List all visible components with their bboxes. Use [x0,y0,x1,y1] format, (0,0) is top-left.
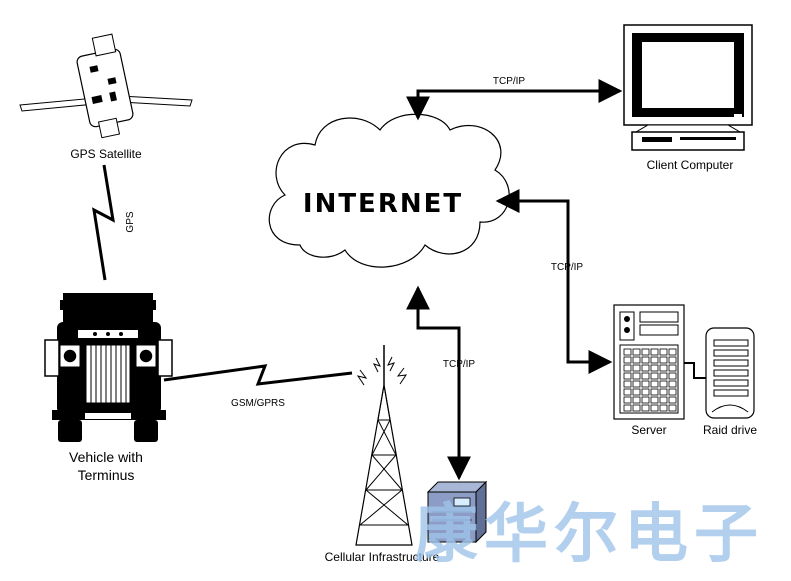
base-station-icon [426,480,488,544]
gsm-link [163,364,353,386]
server-bay [632,356,641,364]
tcp-cellular-label: TCP/IP [443,359,476,370]
server-bay [650,380,659,388]
server-bay [641,348,650,356]
gps-satellite-label: GPS Satellite [70,147,142,161]
server-bay [650,364,659,372]
server-bay [650,396,659,404]
server-bay [668,388,677,396]
server-bay [623,356,632,364]
server-bay [659,356,668,364]
server-bay [668,380,677,388]
server-bay [632,388,641,396]
client-computer-label: Client Computer [647,158,734,172]
server-bay [650,372,659,380]
server-bay [623,372,632,380]
server-bay [623,404,632,412]
server-bay [659,348,668,356]
server-bay [650,348,659,356]
server-bay [668,404,677,412]
server-bay [641,396,650,404]
gps-satellite-icon [19,33,193,139]
vehicle-label-line2: Terminus [78,467,135,483]
internet-cloud: INTERNET [268,113,510,268]
server-bay [623,380,632,388]
server-bay [659,372,668,380]
server-bay [650,356,659,364]
gsm-link-label: GSM/GPRS [231,398,285,409]
server-bay [659,396,668,404]
server-bay [641,404,650,412]
server-bay [668,364,677,372]
server-bay [641,364,650,372]
server-bay [641,372,650,380]
vehicle-label-line1: Vehicle with [69,449,143,465]
tcp-cellular-link [406,285,471,481]
server-bay [632,380,641,388]
server-bay [623,388,632,396]
server-bay [632,348,641,356]
server-bay [632,396,641,404]
server-bay [668,356,677,364]
server-bay [623,396,632,404]
server-bay [659,404,668,412]
server-bay [623,348,632,356]
client-computer-icon [623,24,753,151]
cell-tower-icon [355,345,413,546]
raid-drive-icon [705,327,755,419]
raid-drive-label: Raid drive [703,423,757,437]
truck-icon [44,293,173,442]
server-bay [659,364,668,372]
server-bay [668,372,677,380]
server-bay [641,380,650,388]
server-bay [659,380,668,388]
server-bay [650,404,659,412]
server-bay [641,388,650,396]
gps-link-label: GPS [125,211,136,232]
server-icon [613,304,685,420]
tcp-server-link [495,189,613,374]
cellular-label: Cellular Infrastructure [325,550,440,564]
gps-link [92,164,115,281]
internet-label: INTERNET [303,189,463,219]
server-bay [632,372,641,380]
server-label: Server [631,423,666,437]
server-bay [632,404,641,412]
tcp-server-label: TCP/IP [551,262,584,273]
server-raid-link [684,362,706,379]
server-bay [632,364,641,372]
server-bay [650,388,659,396]
server-bay [668,396,677,404]
watermark-text: 康华尔电子 [414,498,764,572]
server-bay [659,388,668,396]
tcp-client-label: TCP/IP [493,76,526,87]
server-bay [623,364,632,372]
server-bay [641,356,650,364]
server-bay [668,348,677,356]
tcp-client-link [406,79,623,121]
